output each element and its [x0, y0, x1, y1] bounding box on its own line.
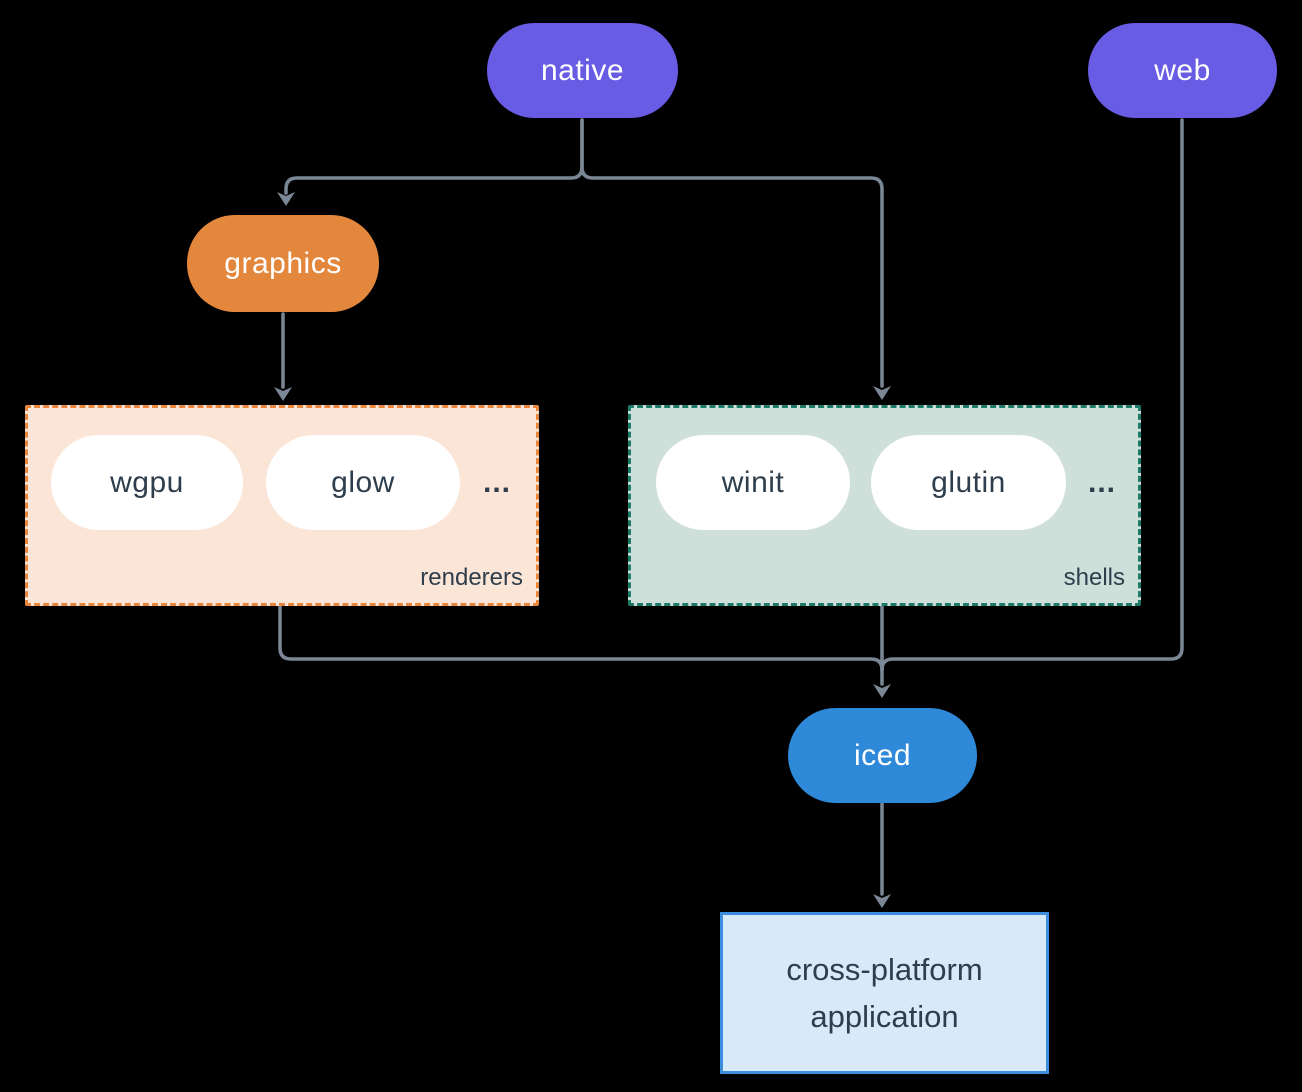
node-graphics-label: graphics: [224, 246, 342, 280]
node-glutin: glutin: [871, 435, 1066, 530]
node-winit: winit: [656, 435, 850, 530]
application-label-line1: cross-platform: [786, 952, 983, 987]
node-wgpu: wgpu: [51, 435, 243, 530]
node-cross-platform-application: cross-platform application: [720, 912, 1049, 1074]
edge-renderers-iced: [278, 600, 884, 672]
node-glow-label: glow: [331, 465, 395, 499]
node-web-label: web: [1154, 53, 1211, 87]
node-native-label: native: [540, 53, 625, 87]
node-web: web: [1088, 23, 1277, 118]
arrowhead-shells: [873, 386, 891, 400]
shells-ellipsis: ...: [1088, 465, 1117, 499]
arrowhead-graphics: [277, 192, 295, 206]
node-glow: glow: [266, 435, 460, 530]
node-iced: iced: [788, 708, 977, 803]
node-iced-label: iced: [853, 738, 912, 772]
shells-group-label: shells: [1063, 564, 1125, 591]
edge-native-shells: [580, 118, 884, 388]
group-renderers: wgpu glow ... renderers: [25, 405, 539, 606]
renderers-ellipsis: ...: [483, 465, 512, 499]
node-winit-label: winit: [721, 465, 785, 499]
edge-native-graphics: [284, 118, 584, 195]
arrowhead-renderers: [274, 387, 292, 401]
group-shells: winit glutin ... shells: [628, 405, 1141, 606]
node-wgpu-label: wgpu: [110, 465, 184, 499]
renderers-group-label: renderers: [420, 564, 523, 591]
arrowhead-iced: [873, 684, 891, 698]
node-glutin-label: glutin: [931, 465, 1006, 499]
application-label-line2: application: [810, 999, 959, 1034]
node-native: native: [487, 23, 678, 118]
node-graphics: graphics: [187, 215, 379, 312]
arrowhead-application: [873, 894, 891, 908]
